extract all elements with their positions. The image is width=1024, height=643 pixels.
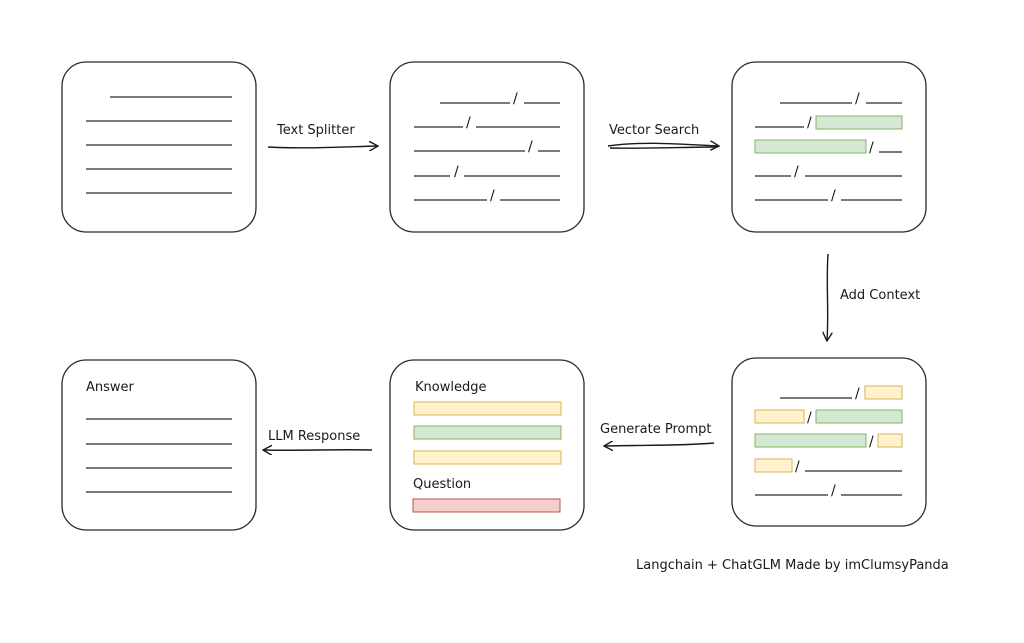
context-chunk-highlight [877, 433, 903, 448]
context-chunk-highlight [864, 385, 903, 400]
vector-search-label: Vector Search [609, 123, 699, 138]
separator-slash: / [490, 188, 495, 204]
context-chunk-highlight [754, 409, 805, 424]
source-document-box [61, 61, 257, 233]
context-chunk-highlight [754, 458, 793, 473]
separator-slash: / [831, 483, 836, 499]
answer-box: Answer [61, 359, 257, 531]
separator-slash: / [528, 139, 533, 155]
separator-slash: / [795, 459, 800, 475]
generate-prompt-arrow: Generate Prompt [600, 422, 715, 446]
matched-chunk-highlight [754, 139, 867, 154]
add-context-label: Add Context [840, 288, 920, 303]
knowledge-chunk [413, 425, 562, 440]
split-chunks-box: / / / / / [389, 61, 585, 233]
answer-label: Answer [86, 380, 135, 395]
matched-chunk-highlight [754, 433, 867, 448]
separator-slash: / [807, 410, 812, 426]
knowledge-chunk [413, 401, 562, 416]
separator-slash: / [807, 115, 812, 131]
separator-slash: / [855, 91, 860, 107]
generate-prompt-label: Generate Prompt [600, 422, 711, 437]
knowledge-label: Knowledge [415, 380, 486, 395]
question-block [412, 498, 561, 513]
separator-slash: / [831, 188, 836, 204]
knowledge-chunk [413, 450, 562, 465]
separator-slash: / [454, 164, 459, 180]
separator-slash: / [855, 386, 860, 402]
separator-slash: / [869, 434, 874, 450]
separator-slash: / [794, 164, 799, 180]
add-context-arrow: Add Context [827, 253, 920, 340]
vector-search-arrow: Vector Search [607, 123, 718, 148]
matched-chunk-highlight [815, 115, 903, 130]
prompt-box: Knowledge Question [389, 359, 585, 531]
footer-credit: Langchain + ChatGLM Made by imClumsyPand… [636, 558, 949, 573]
separator-slash: / [869, 140, 874, 156]
separator-slash: / [466, 115, 471, 131]
matched-chunk-highlight [815, 409, 903, 424]
search-results-box: / / / / / [731, 61, 927, 233]
llm-response-arrow: LLM Response [264, 429, 373, 450]
llm-response-label: LLM Response [268, 429, 360, 444]
context-box: / / / / / [731, 357, 927, 527]
separator-slash: / [513, 91, 518, 107]
text-splitter-label: Text Splitter [276, 123, 355, 138]
question-label: Question [413, 477, 471, 492]
text-splitter-arrow: Text Splitter [267, 123, 377, 148]
